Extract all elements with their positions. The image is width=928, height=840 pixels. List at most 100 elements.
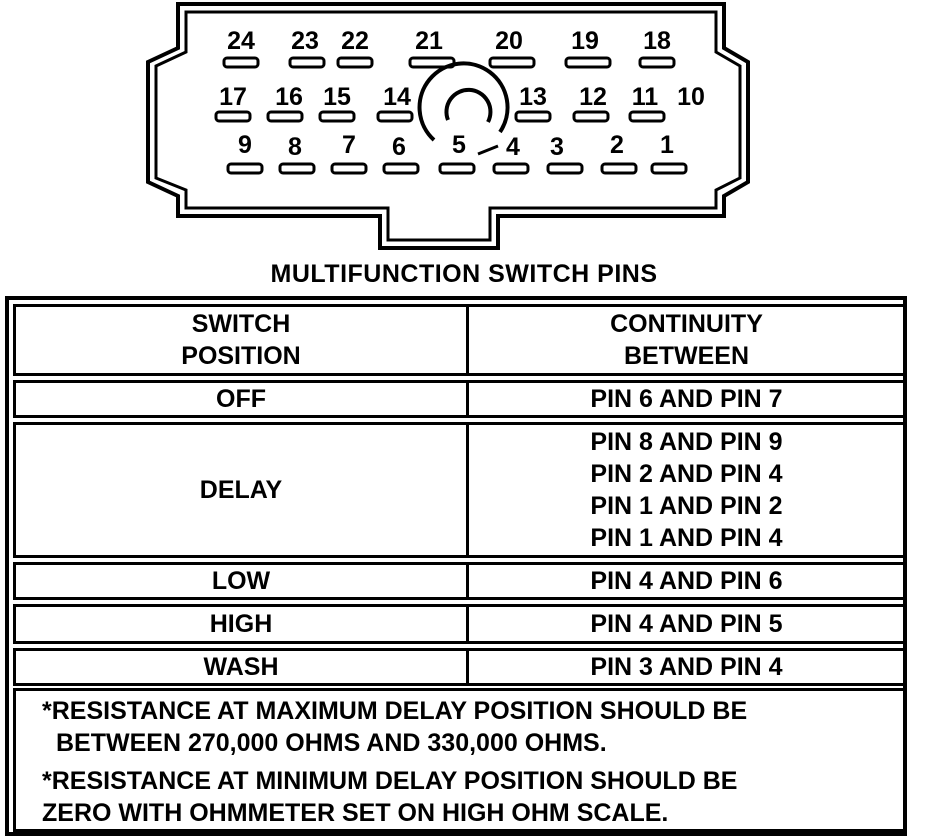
- pin-slot: [330, 162, 368, 175]
- continuity-low: PIN 4 AND PIN 6: [469, 565, 904, 597]
- pin-label-9: 9: [238, 131, 252, 159]
- pin-label-22: 22: [341, 27, 369, 55]
- pin-label-13: 13: [519, 83, 547, 111]
- header-switch-position: SWITCH POSITION: [16, 307, 466, 373]
- pin-label-8: 8: [288, 133, 302, 161]
- table-row-low: LOW PIN 4 AND PIN 6: [13, 562, 907, 600]
- pin-slot: [222, 56, 260, 69]
- pin-label-23: 23: [291, 27, 319, 55]
- column-divider: [466, 607, 469, 641]
- column-divider: [466, 425, 469, 555]
- pin-slot: [318, 110, 356, 123]
- position-delay: DELAY: [199, 476, 283, 504]
- pin-label-21: 21: [415, 27, 443, 55]
- column-divider: [466, 651, 469, 683]
- table-header-row: SWITCH POSITION CONTINUITY BETWEEN: [13, 304, 907, 376]
- pin-label-7: 7: [342, 131, 356, 159]
- pin-label-3: 3: [550, 133, 564, 161]
- pin-slots: [214, 56, 688, 175]
- pin-label-17: 17: [219, 83, 247, 111]
- position-high: HIGH: [209, 610, 273, 638]
- note-line: *RESISTANCE AT MAXIMUM DELAY POSITION SH…: [42, 697, 748, 725]
- pin-label-2: 2: [610, 131, 624, 159]
- table-row-delay: DELAY PIN 8 AND PIN 9 PIN 2 AND PIN 4 PI…: [13, 422, 907, 558]
- continuity-off: PIN 6 AND PIN 7: [469, 383, 904, 415]
- pin-label-24: 24: [227, 27, 255, 55]
- pin-label-14: 14: [383, 83, 411, 111]
- continuity-delay: PIN 8 AND PIN 9 PIN 2 AND PIN 4 PIN 1 AN…: [469, 425, 904, 555]
- pin-label-11: 11: [631, 83, 659, 111]
- table-row-off: OFF PIN 6 AND PIN 7: [13, 380, 907, 418]
- pin-slot: [572, 110, 610, 123]
- header-continuity-between: CONTINUITY BETWEEN: [469, 307, 904, 373]
- continuity-line: PIN 1 AND PIN 2: [590, 492, 783, 520]
- continuity-line: PIN 4 AND PIN 6: [590, 567, 783, 595]
- pin-slot: [438, 162, 476, 175]
- pin-label-1: 1: [660, 131, 674, 159]
- pin-label-12: 12: [579, 83, 607, 111]
- pin-slot: [214, 110, 252, 123]
- notes-box: *RESISTANCE AT MAXIMUM DELAY POSITION SH…: [13, 688, 907, 832]
- pin-slot: [408, 56, 456, 69]
- continuity-line: PIN 3 AND PIN 4: [590, 653, 783, 681]
- pin-slot: [288, 56, 326, 69]
- pin-slot: [278, 162, 316, 175]
- connector-diagram: [146, 2, 750, 250]
- pin-label-4: 4: [506, 133, 520, 161]
- connector-key-tick: [477, 144, 499, 156]
- pin-slot: [492, 162, 530, 175]
- connector-key-arc-inner: [444, 87, 493, 123]
- pin-slot: [600, 162, 638, 175]
- pin-slot: [336, 56, 374, 69]
- pin-label-18: 18: [643, 27, 671, 55]
- continuity-line: PIN 6 AND PIN 7: [590, 385, 783, 413]
- connector-outer-outline: [146, 2, 750, 250]
- pin-slot: [382, 162, 420, 175]
- pin-label-15: 15: [323, 83, 351, 111]
- continuity-table: SWITCH POSITION CONTINUITY BETWEEN OFF P…: [5, 296, 907, 836]
- continuity-line: PIN 1 AND PIN 4: [590, 524, 783, 552]
- continuity-line: PIN 2 AND PIN 4: [590, 460, 783, 488]
- pin-label-20: 20: [495, 27, 523, 55]
- pin-slot: [650, 162, 688, 175]
- pin-label-6: 6: [392, 133, 406, 161]
- pin-label-19: 19: [571, 27, 599, 55]
- pin-label-16: 16: [275, 83, 303, 111]
- pin-slot: [546, 162, 584, 175]
- position-low: LOW: [211, 567, 271, 595]
- note-min-delay: *RESISTANCE AT MINIMUM DELAY POSITION SH…: [42, 765, 902, 829]
- pin-label-10: 10: [677, 83, 705, 111]
- header-continuity-line1: CONTINUITY: [610, 310, 763, 338]
- continuity-line: PIN 4 AND PIN 5: [590, 610, 783, 638]
- diagram-title: MULTIFUNCTION SWITCH PINS: [270, 260, 658, 288]
- pin-slot: [514, 110, 552, 123]
- note-line: BETWEEN 270,000 OHMS AND 330,000 OHMS.: [56, 729, 607, 757]
- connector-key-arc-outer: [417, 61, 510, 142]
- pin-label-5: 5: [452, 131, 466, 159]
- continuity-high: PIN 4 AND PIN 5: [469, 607, 904, 641]
- table-row-wash: WASH PIN 3 AND PIN 4: [13, 648, 907, 686]
- pin-slot: [628, 110, 666, 123]
- position-wash: WASH: [203, 653, 279, 681]
- pin-slot: [564, 56, 612, 69]
- column-divider: [466, 307, 469, 373]
- pin-slot: [226, 162, 264, 175]
- pin-slot: [376, 110, 414, 123]
- continuity-wash: PIN 3 AND PIN 4: [469, 651, 904, 683]
- pin-slot: [488, 56, 536, 69]
- connector-inner-outline: [154, 10, 742, 242]
- note-line: *RESISTANCE AT MINIMUM DELAY POSITION SH…: [42, 767, 738, 795]
- note-max-delay: *RESISTANCE AT MAXIMUM DELAY POSITION SH…: [42, 695, 902, 759]
- pin-slot: [638, 56, 676, 69]
- note-line: ZERO WITH OHMMETER SET ON HIGH OHM SCALE…: [42, 799, 669, 827]
- table-row-high: HIGH PIN 4 AND PIN 5: [13, 604, 907, 644]
- column-divider: [466, 565, 469, 597]
- header-position-line1: SWITCH: [191, 310, 291, 338]
- continuity-line: PIN 8 AND PIN 9: [590, 428, 783, 456]
- header-position-line2: POSITION: [181, 342, 301, 370]
- pin-slot: [266, 110, 304, 123]
- header-continuity-line2: BETWEEN: [624, 342, 749, 370]
- column-divider: [466, 383, 469, 415]
- position-off: OFF: [216, 385, 266, 413]
